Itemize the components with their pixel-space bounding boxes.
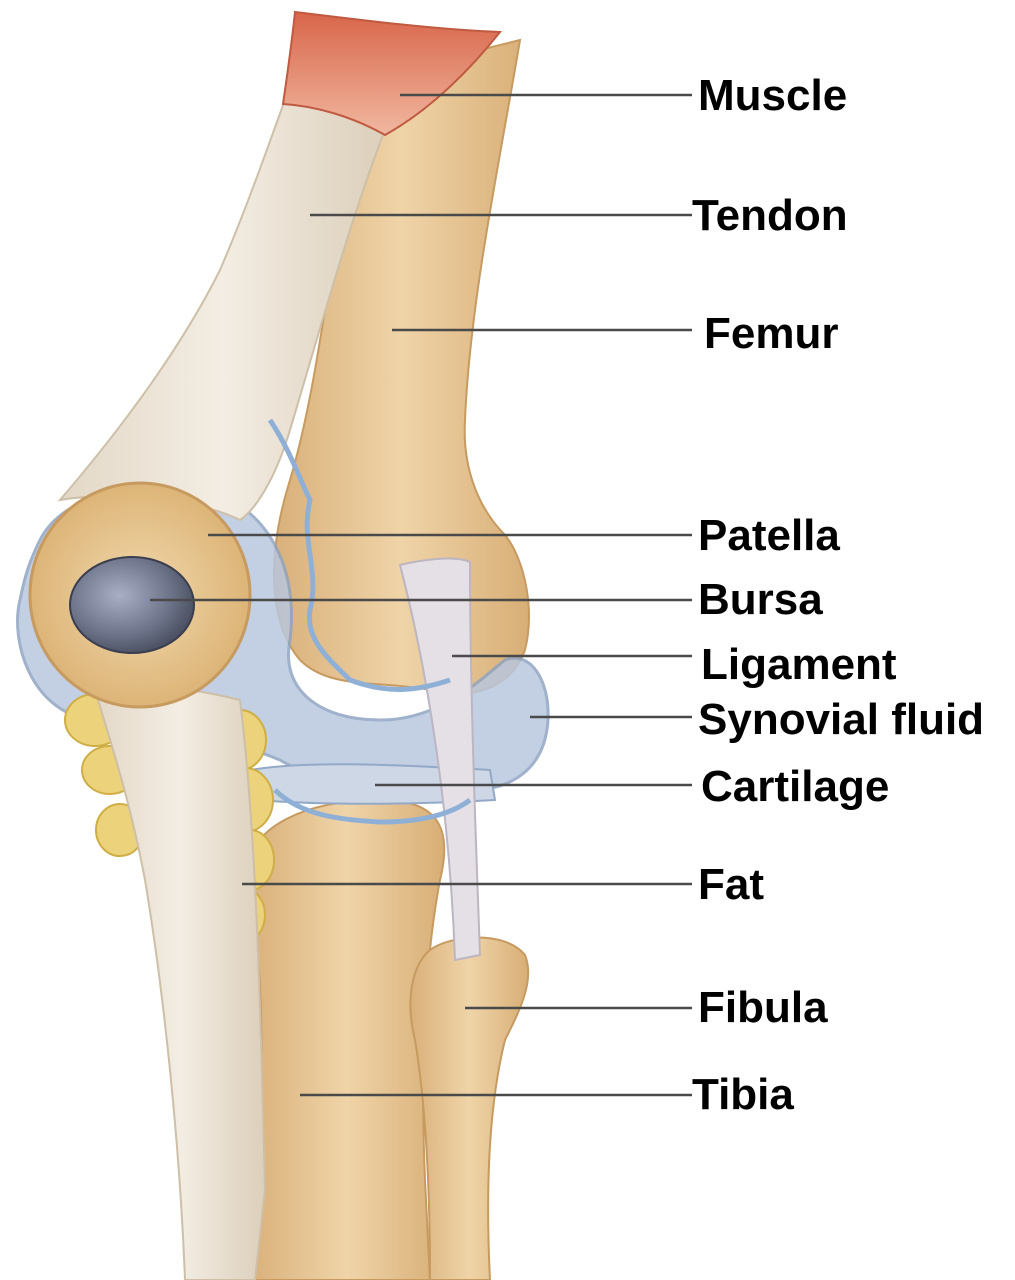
label-muscle: Muscle	[698, 74, 847, 118]
label-ligament: Ligament	[701, 643, 897, 687]
label-fat: Fat	[698, 863, 764, 907]
label-femur: Femur	[704, 312, 838, 356]
label-cartilage: Cartilage	[701, 765, 889, 809]
label-tibia: Tibia	[692, 1073, 794, 1117]
label-fibula: Fibula	[698, 986, 828, 1030]
label-tendon: Tendon	[692, 194, 848, 238]
label-synovial-fluid: Synovial fluid	[698, 698, 984, 742]
label-bursa: Bursa	[698, 578, 823, 622]
label-patella: Patella	[698, 514, 840, 558]
